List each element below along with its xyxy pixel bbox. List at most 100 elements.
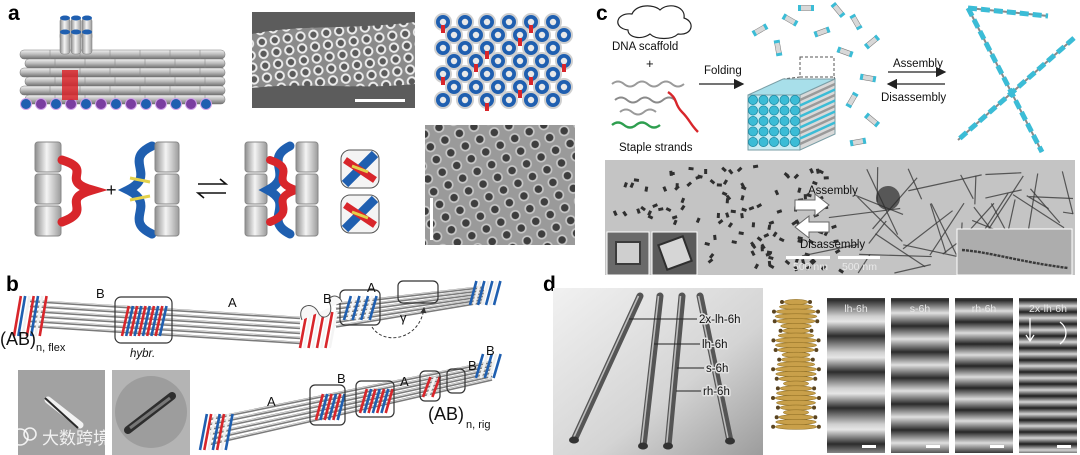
lattice-pore <box>550 19 556 25</box>
helix-turn <box>776 400 815 405</box>
assembled-filaments <box>958 8 1074 152</box>
lattice-pore <box>440 71 446 77</box>
segment-b-label: B <box>96 286 105 301</box>
monomer <box>864 35 880 50</box>
particle <box>717 183 722 186</box>
monomer <box>850 138 867 147</box>
helix-turn <box>777 319 816 324</box>
helix-turn <box>780 386 812 391</box>
helix-turn <box>777 362 815 367</box>
panel-b: b B A B A γ (AB) n, flex hybr. <box>0 273 501 455</box>
lattice-pore <box>517 32 523 38</box>
staple-strands-label: Staple strands <box>619 142 693 154</box>
lattice-red-strand <box>474 64 478 72</box>
panel-label-c: c <box>596 2 608 25</box>
lattice-pore <box>462 97 468 103</box>
micrograph-2x-lh-6h: 2x-lh-6h <box>1019 298 1077 453</box>
stack-tube-end <box>71 30 81 35</box>
helix-node <box>780 300 784 304</box>
helix-node <box>813 415 817 419</box>
lattice-pore <box>462 71 468 77</box>
lattice-pore <box>506 97 512 103</box>
helix-turn <box>776 419 817 424</box>
panel-label-b: b <box>6 273 19 296</box>
lattice-red-strand <box>518 90 522 98</box>
helix-node <box>775 415 779 419</box>
helix-end <box>748 127 757 136</box>
helix-node <box>776 386 780 390</box>
flex-formula-subscript: n, flex <box>36 342 66 354</box>
particle <box>768 261 771 266</box>
helix-turn <box>776 371 817 376</box>
monomer <box>813 26 830 37</box>
stack-tube-end <box>82 30 92 35</box>
lattice-pore <box>484 97 490 103</box>
micrograph-label-2x-lh-6h: 2x-lh-6h <box>1029 303 1067 315</box>
lattice-pore <box>539 58 545 64</box>
helix-end <box>759 106 768 115</box>
helix-turn <box>775 314 817 319</box>
particle <box>717 213 720 218</box>
helix-node <box>815 319 819 323</box>
stack-tube-end <box>82 16 92 21</box>
watermark-text: 大数跨境 <box>42 429 110 449</box>
rod-label-rh-6h: rh-6h <box>703 386 730 398</box>
rigid-segment-label-3: A <box>400 374 409 389</box>
lattice-pore <box>440 45 446 51</box>
tube-end <box>156 99 167 110</box>
lattice-pore <box>550 71 556 77</box>
tube <box>20 68 225 77</box>
helix-end <box>759 127 768 136</box>
helix-turn <box>779 304 812 309</box>
helix-node <box>776 406 780 410</box>
helix-node <box>817 425 821 429</box>
particle <box>804 194 807 199</box>
tube <box>20 86 225 95</box>
particle <box>752 222 755 227</box>
monomer <box>864 113 880 128</box>
rod-end <box>638 443 648 450</box>
lattice-pore <box>495 84 501 90</box>
origami-block-render <box>748 57 835 150</box>
rod-label-s-6h: s-6h <box>706 363 728 375</box>
lattice-pore <box>484 19 490 25</box>
helix-turn <box>781 357 811 362</box>
monomer-end <box>798 5 801 11</box>
helix-turn <box>778 333 814 338</box>
lattice-red-strand <box>529 25 533 33</box>
rod-end <box>663 443 673 450</box>
lattice-red-strand <box>529 77 533 85</box>
rod-highlight <box>30 325 300 342</box>
panel-a: a + <box>8 2 575 245</box>
origami-subunit-render <box>60 16 92 55</box>
rigid-segment-label-2: B <box>337 371 346 386</box>
helix-turn <box>775 343 816 348</box>
helix-end <box>790 95 799 104</box>
helix-end <box>780 137 789 146</box>
helix-node <box>814 348 818 352</box>
lattice-pore <box>495 32 501 38</box>
helix-node <box>771 425 775 429</box>
lattice-pore <box>506 71 512 77</box>
lattice-pore <box>495 58 501 64</box>
helix-turn <box>778 347 815 352</box>
helix-end <box>748 137 757 146</box>
rigid-segment-label-1: A <box>267 394 276 409</box>
lattice-pore <box>550 97 556 103</box>
gray-column-left <box>35 142 61 236</box>
helix-end <box>790 106 799 115</box>
lattice-red-strand <box>485 103 489 111</box>
helix-end <box>780 95 789 104</box>
lattice-red-strand <box>518 38 522 46</box>
lattice-pore <box>528 97 534 103</box>
helix-turn <box>775 367 817 372</box>
helix-end <box>759 116 768 125</box>
gamma-angle-label: γ <box>400 310 407 325</box>
micrograph-s-6h: s-6h <box>891 298 949 453</box>
gold-helix-model <box>771 299 821 429</box>
helix-end <box>769 127 778 136</box>
helix-turn <box>783 381 808 386</box>
helix-turn <box>775 395 817 400</box>
sem-micrograph-top <box>252 12 415 108</box>
